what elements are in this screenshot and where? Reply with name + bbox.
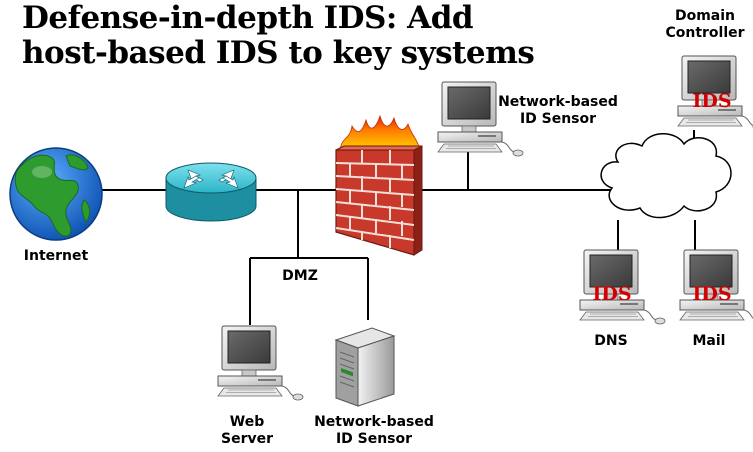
label-dmz: DMZ bbox=[282, 268, 318, 284]
domain-controller-computer-icon: IDS bbox=[677, 55, 753, 131]
globe-icon bbox=[9, 147, 103, 241]
dns-computer-icon: IDS bbox=[579, 249, 666, 325]
network-links bbox=[100, 130, 696, 325]
label-line: Controller bbox=[665, 25, 745, 41]
ids-badge: IDS bbox=[592, 283, 631, 305]
label-line: ID Sensor bbox=[519, 111, 597, 127]
label-mail: Mail bbox=[692, 333, 726, 349]
label-line: Network-based bbox=[498, 94, 618, 110]
label-line: ID Sensor bbox=[335, 431, 413, 447]
label-line: Web bbox=[229, 414, 265, 430]
slide-title-line-1: Defense-in-depth IDS: Add bbox=[22, 0, 474, 36]
label-internet: Internet bbox=[23, 248, 89, 264]
ids-badge: IDS bbox=[692, 283, 731, 305]
firewall-icon bbox=[335, 114, 423, 256]
server-tower-icon bbox=[334, 327, 396, 407]
label-line: Domain bbox=[674, 8, 736, 24]
slide-title-line-2: host-based IDS to key systems bbox=[22, 35, 535, 71]
web-server-computer-icon bbox=[217, 325, 304, 401]
label-network-sensor-dmz: Network-based ID Sensor bbox=[312, 414, 436, 448]
router-icon bbox=[165, 162, 257, 222]
label-domain-controller: Domain Controller bbox=[660, 8, 750, 42]
label-line: Server bbox=[220, 431, 273, 447]
ids-badge: IDS bbox=[692, 90, 731, 112]
label-line: Network-based bbox=[314, 414, 434, 430]
cloud-icon bbox=[600, 133, 732, 219]
label-network-sensor-top: Network-based ID Sensor bbox=[498, 94, 618, 128]
mail-computer-icon: IDS bbox=[679, 249, 753, 325]
label-dns: DNS bbox=[594, 333, 628, 349]
label-web-server: Web Server bbox=[212, 414, 282, 448]
